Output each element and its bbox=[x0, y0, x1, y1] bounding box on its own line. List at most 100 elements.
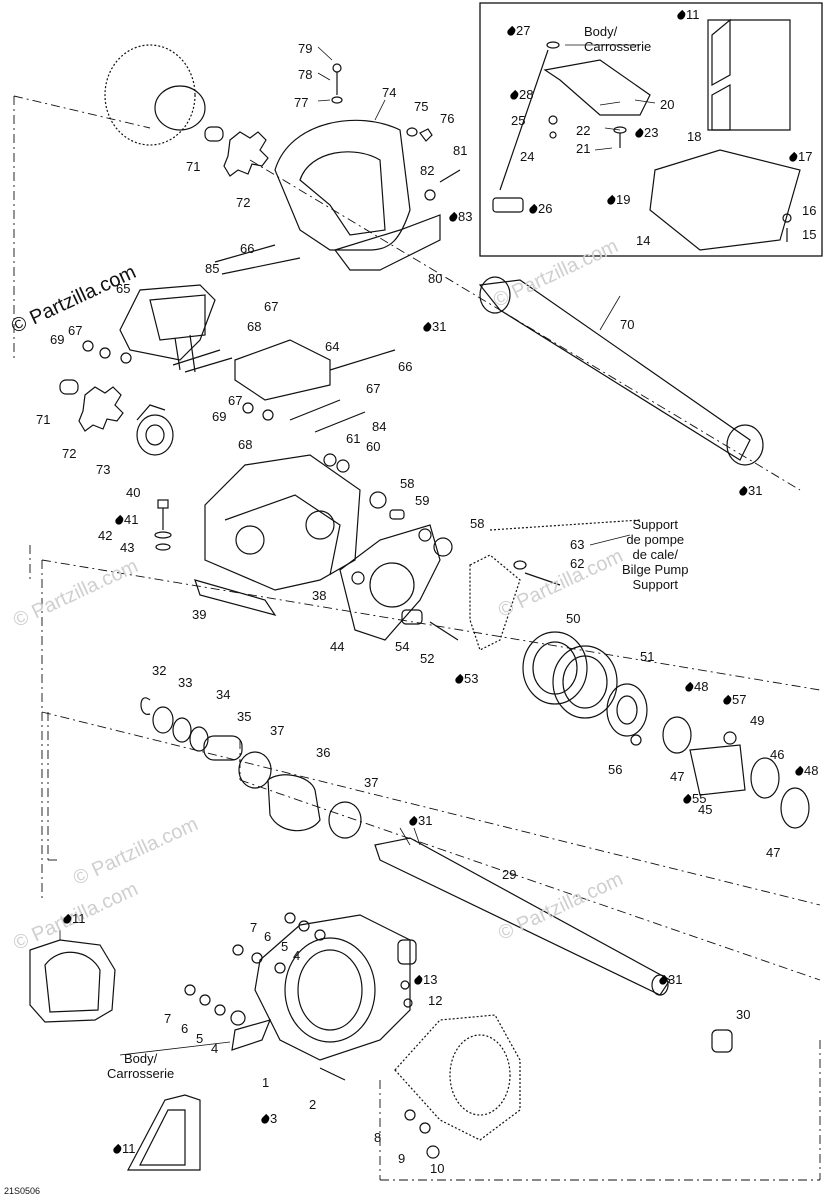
callout-number: 47 bbox=[670, 769, 685, 784]
callout-number: 53 bbox=[464, 671, 479, 686]
callout-40: 40 bbox=[126, 486, 140, 500]
callout-54: 54 bbox=[395, 640, 409, 654]
callout-number: 9 bbox=[398, 1151, 406, 1166]
callout-10: 10 bbox=[430, 1162, 444, 1176]
callout-number: 78 bbox=[298, 67, 313, 82]
callout-35: 35 bbox=[237, 710, 251, 724]
callout-number: 58 bbox=[470, 516, 485, 531]
callout-number: 34 bbox=[216, 687, 231, 702]
callout-60: 60 bbox=[366, 440, 380, 454]
callout-number: 26 bbox=[538, 201, 553, 216]
callout-number: 4 bbox=[293, 948, 301, 963]
callout-number: 71 bbox=[186, 159, 201, 174]
callout-number: 71 bbox=[36, 412, 51, 427]
callout-31: 31 bbox=[737, 483, 763, 498]
callout-82: 82 bbox=[420, 164, 434, 178]
callout-number: 32 bbox=[152, 663, 167, 678]
callout-number: 40 bbox=[126, 485, 141, 500]
callout-23: 23 bbox=[633, 125, 659, 140]
callout-49: 49 bbox=[750, 714, 764, 728]
callout-number: 3 bbox=[270, 1111, 278, 1126]
callout-42: 42 bbox=[98, 529, 112, 543]
callout-number: 56 bbox=[608, 762, 623, 777]
callout-number: 62 bbox=[570, 556, 585, 571]
callout-number: 6 bbox=[181, 1021, 189, 1036]
callout-76: 76 bbox=[440, 112, 454, 126]
callout-12: 12 bbox=[428, 994, 442, 1008]
callout-number: 28 bbox=[519, 87, 534, 102]
callout-31: 31 bbox=[657, 972, 683, 987]
callout-4: 4 bbox=[211, 1042, 218, 1056]
callout-16: 16 bbox=[802, 204, 816, 218]
callout-number: 31 bbox=[668, 972, 683, 987]
callout-number: 80 bbox=[428, 271, 443, 286]
callout-number: 69 bbox=[212, 409, 227, 424]
callout-number: 68 bbox=[247, 319, 262, 334]
callout-47: 47 bbox=[670, 770, 684, 784]
callout-number: 84 bbox=[372, 419, 387, 434]
callout-number: 61 bbox=[346, 431, 361, 446]
callout-3: 3 bbox=[259, 1111, 278, 1126]
callout-number: 42 bbox=[98, 528, 113, 543]
callout-number: 73 bbox=[96, 462, 111, 477]
diagram-code: 21S0506 bbox=[4, 1186, 41, 1196]
callout-number: 31 bbox=[418, 813, 433, 828]
callout-52: 52 bbox=[420, 652, 434, 666]
callout-27: 27 bbox=[505, 24, 530, 38]
callout-number: 79 bbox=[298, 41, 313, 56]
callout-58: 58 bbox=[400, 477, 414, 491]
callout-number: 72 bbox=[62, 446, 77, 461]
callout-number: 36 bbox=[316, 745, 331, 760]
callout-46: 46 bbox=[770, 748, 784, 762]
callout-number: 37 bbox=[270, 723, 285, 738]
callout-number: 55 bbox=[692, 791, 707, 806]
callout-30: 30 bbox=[736, 1008, 750, 1022]
callout-14: 14 bbox=[636, 234, 650, 248]
callout-number: 21 bbox=[576, 141, 591, 156]
callout-11: 11 bbox=[675, 8, 700, 22]
callout-number: 74 bbox=[382, 85, 397, 100]
callout-number: 52 bbox=[420, 651, 435, 666]
callout-number: 22 bbox=[576, 123, 591, 138]
callout-11: 11 bbox=[111, 1142, 136, 1156]
callout-67: 67 bbox=[228, 394, 242, 408]
callout-number: 67 bbox=[228, 393, 243, 408]
callout-48: 48 bbox=[683, 679, 709, 694]
callout-number: 72 bbox=[236, 195, 251, 210]
callout-5: 5 bbox=[281, 940, 288, 954]
callout-85: 85 bbox=[205, 262, 219, 276]
callout-number: 12 bbox=[428, 993, 443, 1008]
callout-number: 48 bbox=[694, 679, 709, 694]
callout-number: 13 bbox=[423, 972, 438, 987]
callout-41: 41 bbox=[113, 512, 139, 527]
callout-81: 81 bbox=[453, 144, 467, 158]
callout-number: 57 bbox=[732, 692, 747, 707]
callout-number: 6 bbox=[264, 929, 272, 944]
callout-number: 31 bbox=[748, 483, 763, 498]
callout-number: 18 bbox=[687, 129, 702, 144]
callout-number: 85 bbox=[205, 261, 220, 276]
callout-number: 66 bbox=[398, 359, 413, 374]
callout-26: 26 bbox=[527, 201, 553, 216]
callout-number: 23 bbox=[644, 125, 659, 140]
callout-number: 41 bbox=[124, 512, 139, 527]
callout-37: 37 bbox=[364, 776, 378, 790]
callout-71: 71 bbox=[186, 160, 200, 174]
callout-number: 19 bbox=[616, 192, 631, 207]
callout-6: 6 bbox=[264, 930, 271, 944]
callout-66: 66 bbox=[398, 360, 412, 374]
callout-25: 25 bbox=[511, 114, 525, 128]
callout-number: 70 bbox=[620, 317, 635, 332]
callout-36: 36 bbox=[316, 746, 330, 760]
callout-number: 2 bbox=[309, 1097, 317, 1112]
callout-62: 62 bbox=[570, 557, 584, 571]
callout-70: 70 bbox=[620, 318, 634, 332]
callout-37: 37 bbox=[270, 724, 284, 738]
callout-8: 8 bbox=[374, 1131, 381, 1145]
callout-number: 5 bbox=[281, 939, 289, 954]
callout-6: 6 bbox=[181, 1022, 188, 1036]
callout-number: 67 bbox=[68, 323, 83, 338]
callout-24: 24 bbox=[520, 150, 534, 164]
callout-number: 60 bbox=[366, 439, 381, 454]
